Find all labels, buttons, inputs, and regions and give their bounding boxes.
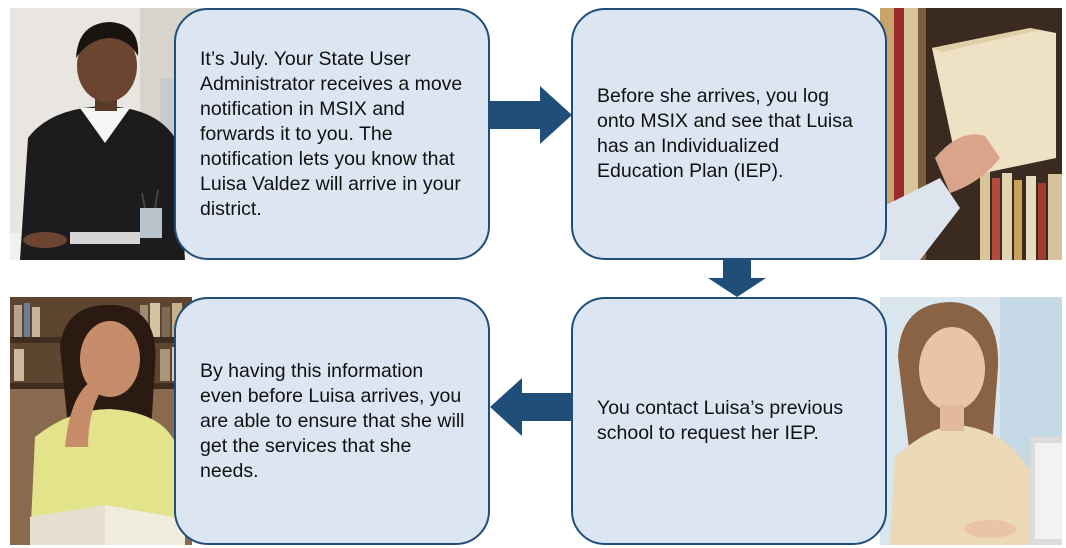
arrow-left-shape (490, 378, 572, 436)
step-1-box: It’s July. Your State User Administrator… (174, 8, 490, 260)
step-1-text: It’s July. Your State User Administrator… (200, 47, 463, 220)
step-2-box: Before she arrives, you log onto MSIX an… (571, 8, 887, 260)
hand-with-file-folder-photo (880, 8, 1062, 260)
arrow-right-shape (490, 86, 572, 144)
woman-reading-book-photo (10, 297, 192, 545)
step-4-text: By having this information even before L… (200, 359, 465, 482)
arrow-left (490, 378, 572, 436)
step-3-box: You contact Luisa’s previous school to r… (571, 297, 887, 545)
student-at-laptop-photo (880, 297, 1062, 545)
arrow-down (708, 260, 766, 297)
step-3-text: You contact Luisa’s previous school to r… (597, 397, 844, 444)
step-4-box: By having this information even before L… (174, 297, 490, 545)
arrow-right (490, 86, 572, 144)
arrow-down-shape (708, 260, 766, 297)
step-2-text: Before she arrives, you log onto MSIX an… (597, 85, 853, 182)
